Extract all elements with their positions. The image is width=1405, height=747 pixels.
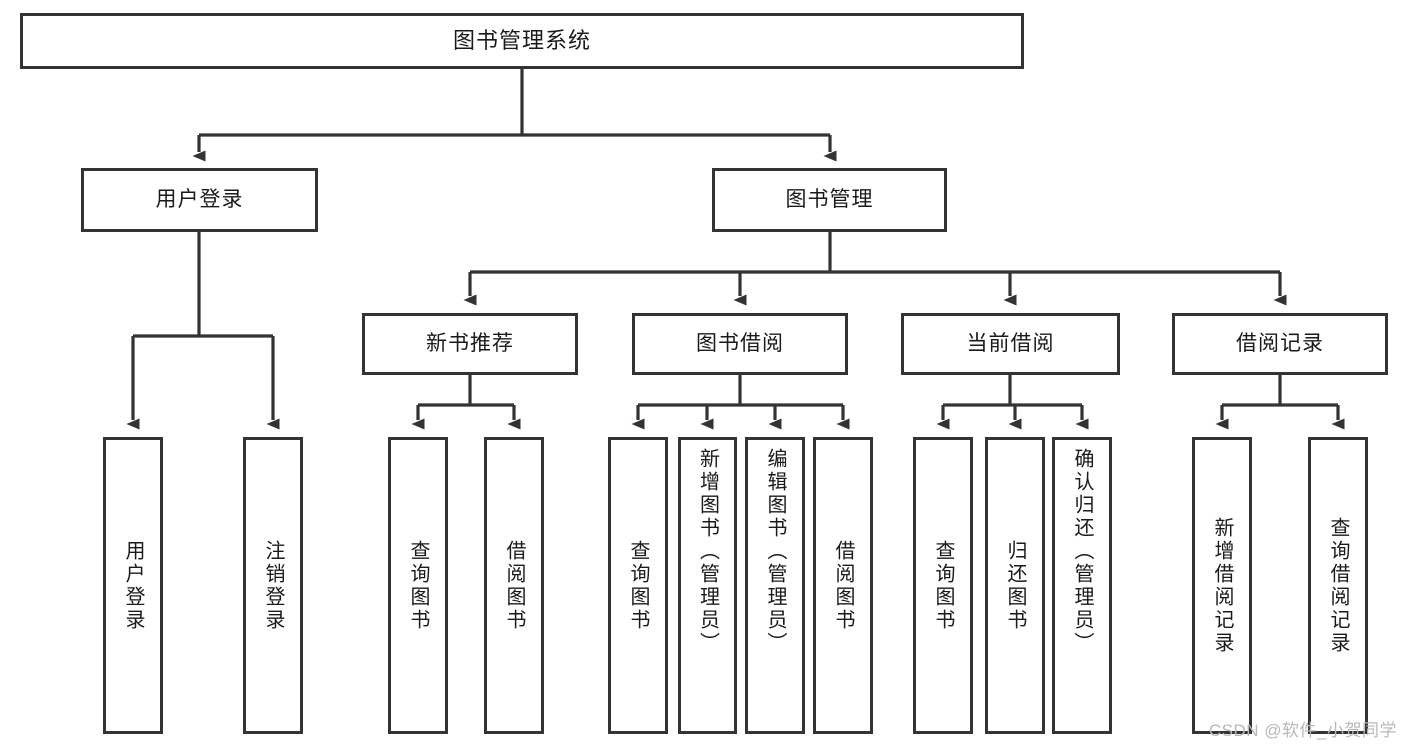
node-book-manage[interactable]: 图书管理 xyxy=(712,168,947,232)
node-book-manage-label: 图书管理 xyxy=(785,187,874,211)
node-leaf-query-book-2[interactable]: 查询图书 xyxy=(608,437,668,734)
node-leaf-query-record-label: 查询借阅记录 xyxy=(1327,516,1349,655)
edge-new-book-to-leaves xyxy=(411,375,521,430)
node-leaf-add-record-label: 新增借阅记录 xyxy=(1211,516,1233,655)
edge-borrow-record-to-leaves xyxy=(1215,375,1345,430)
node-borrow-record-label: 借阅记录 xyxy=(1236,331,1324,355)
node-leaf-add-record[interactable]: 新增借阅记录 xyxy=(1192,437,1252,734)
node-borrow-record[interactable]: 借阅记录 xyxy=(1172,313,1388,375)
node-new-book-recommend-label: 新书推荐 xyxy=(426,331,514,355)
node-leaf-add-book-label: 新增图书（管理员） xyxy=(696,448,719,655)
watermark: CSDN @软件_小贺同学 xyxy=(1208,721,1397,740)
node-book-borrow-label: 图书借阅 xyxy=(696,331,784,355)
node-leaf-query-record[interactable]: 查询借阅记录 xyxy=(1308,437,1368,734)
node-leaf-query-book-1[interactable]: 查询图书 xyxy=(388,437,448,734)
edge-book-manage-to-level2 xyxy=(463,232,1287,306)
edge-root-to-level1 xyxy=(192,69,837,162)
node-leaf-query-book-3[interactable]: 查询图书 xyxy=(913,437,973,734)
node-leaf-confirm-return[interactable]: 确认归还（管理员） xyxy=(1052,437,1112,734)
node-new-book-recommend[interactable]: 新书推荐 xyxy=(362,313,578,375)
node-root-label: 图书管理系统 xyxy=(452,28,591,54)
node-leaf-query-book-3-label: 查询图书 xyxy=(932,539,954,632)
edge-user-login-to-leaves xyxy=(126,232,280,430)
node-root[interactable]: 图书管理系统 xyxy=(20,13,1024,69)
node-leaf-borrow-book-1-label: 借阅图书 xyxy=(503,539,525,632)
node-leaf-user-login-label: 用户登录 xyxy=(122,539,144,632)
edge-book-borrow-to-leaves xyxy=(631,375,850,430)
node-leaf-logout[interactable]: 注销登录 xyxy=(243,437,303,734)
node-leaf-borrow-book-1[interactable]: 借阅图书 xyxy=(484,437,544,734)
edge-current-borrow-to-leaves xyxy=(936,375,1089,430)
node-leaf-query-book-1-label: 查询图书 xyxy=(407,539,429,632)
node-leaf-user-login[interactable]: 用户登录 xyxy=(103,437,163,734)
node-current-borrow-label: 当前借阅 xyxy=(966,331,1055,355)
node-leaf-return-book-label: 归还图书 xyxy=(1004,539,1026,632)
node-book-borrow[interactable]: 图书借阅 xyxy=(632,313,848,375)
node-leaf-edit-book[interactable]: 编辑图书（管理员） xyxy=(745,437,805,734)
node-user-login-label: 用户登录 xyxy=(155,187,244,211)
node-leaf-confirm-return-label: 确认归还（管理员） xyxy=(1071,448,1093,655)
node-leaf-borrow-book-2-label: 借阅图书 xyxy=(832,539,854,632)
node-leaf-add-book[interactable]: 新增图书（管理员） xyxy=(678,437,737,734)
node-leaf-return-book[interactable]: 归还图书 xyxy=(985,437,1045,734)
node-leaf-logout-label: 注销登录 xyxy=(262,539,284,632)
node-leaf-edit-book-label: 编辑图书（管理员） xyxy=(764,448,786,655)
node-current-borrow[interactable]: 当前借阅 xyxy=(901,313,1120,375)
node-leaf-query-book-2-label: 查询图书 xyxy=(627,539,649,632)
node-leaf-borrow-book-2[interactable]: 借阅图书 xyxy=(813,437,873,734)
node-user-login[interactable]: 用户登录 xyxy=(81,168,318,232)
